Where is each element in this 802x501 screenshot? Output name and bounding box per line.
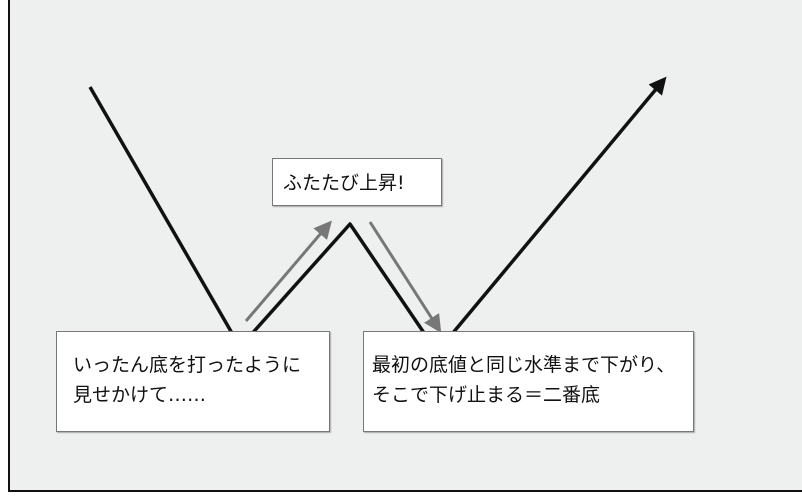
- first-bottom-label: いったん底を打ったように 見せかけて……: [56, 331, 330, 432]
- second-bottom-line-2: そこで下げ止まる＝二番底: [372, 384, 601, 406]
- second-bottom-label: 最初の底値と同じ水準まで下がり、 そこで下げ止まる＝二番底: [363, 331, 694, 432]
- first-bottom-line-2: 見せかけて……: [73, 384, 207, 406]
- fall-arrow: [368, 221, 442, 334]
- w-price-line: [88, 76, 667, 354]
- rise-again-label: ふたたび上昇!: [272, 158, 442, 206]
- second-bottom-line-1: 最初の底値と同じ水準まで下がり、: [372, 354, 676, 376]
- rise-arrow: [244, 220, 332, 322]
- first-bottom-line-1: いったん底を打ったように: [73, 354, 302, 376]
